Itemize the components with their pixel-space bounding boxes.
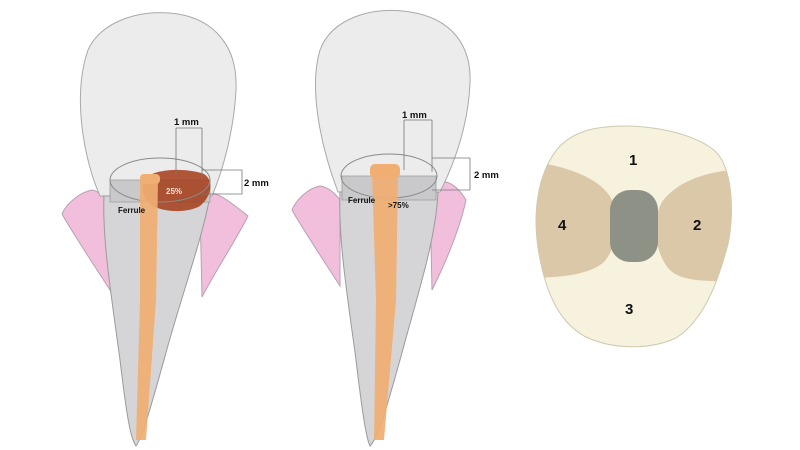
middle-post — [372, 172, 398, 440]
middle-gum-left — [291, 185, 341, 288]
cross-section-zone-2 — [655, 170, 732, 282]
cross-section-zone-4 — [536, 160, 617, 278]
left-coverage-label: 25% — [166, 187, 182, 196]
cross-section-label-3: 3 — [625, 301, 633, 318]
middle-side-measure-label: 2 mm — [474, 170, 499, 181]
left-crown — [79, 12, 237, 197]
left-preparation-outline — [109, 157, 211, 203]
left-post — [136, 180, 158, 440]
cross-section: 1 2 3 4 — [535, 125, 732, 348]
cross-section-label-4: 4 — [558, 217, 567, 234]
left-post-head — [140, 174, 160, 184]
left-ferrule-label: Ferrule — [118, 206, 146, 215]
left-gum-left — [61, 189, 111, 292]
middle-top-measure-label: 1 mm — [402, 110, 427, 121]
middle-crown — [315, 10, 471, 193]
cross-section-label-1: 1 — [629, 152, 637, 169]
middle-post-head — [370, 164, 400, 178]
left-side-measure-label: 2 mm — [244, 178, 269, 189]
left-tooth: 1 mm 2 mm Ferrule 25% — [61, 12, 269, 447]
cross-section-label-2: 2 — [693, 217, 701, 234]
left-top-measure-label: 1 mm — [174, 117, 199, 128]
left-root — [103, 195, 211, 447]
cross-section-canal — [610, 190, 658, 262]
middle-coverage-label: >75% — [388, 201, 409, 210]
middle-ferrule-label: Ferrule — [348, 196, 376, 205]
middle-tooth: 1 mm 2 mm Ferrule >75% — [291, 10, 499, 447]
